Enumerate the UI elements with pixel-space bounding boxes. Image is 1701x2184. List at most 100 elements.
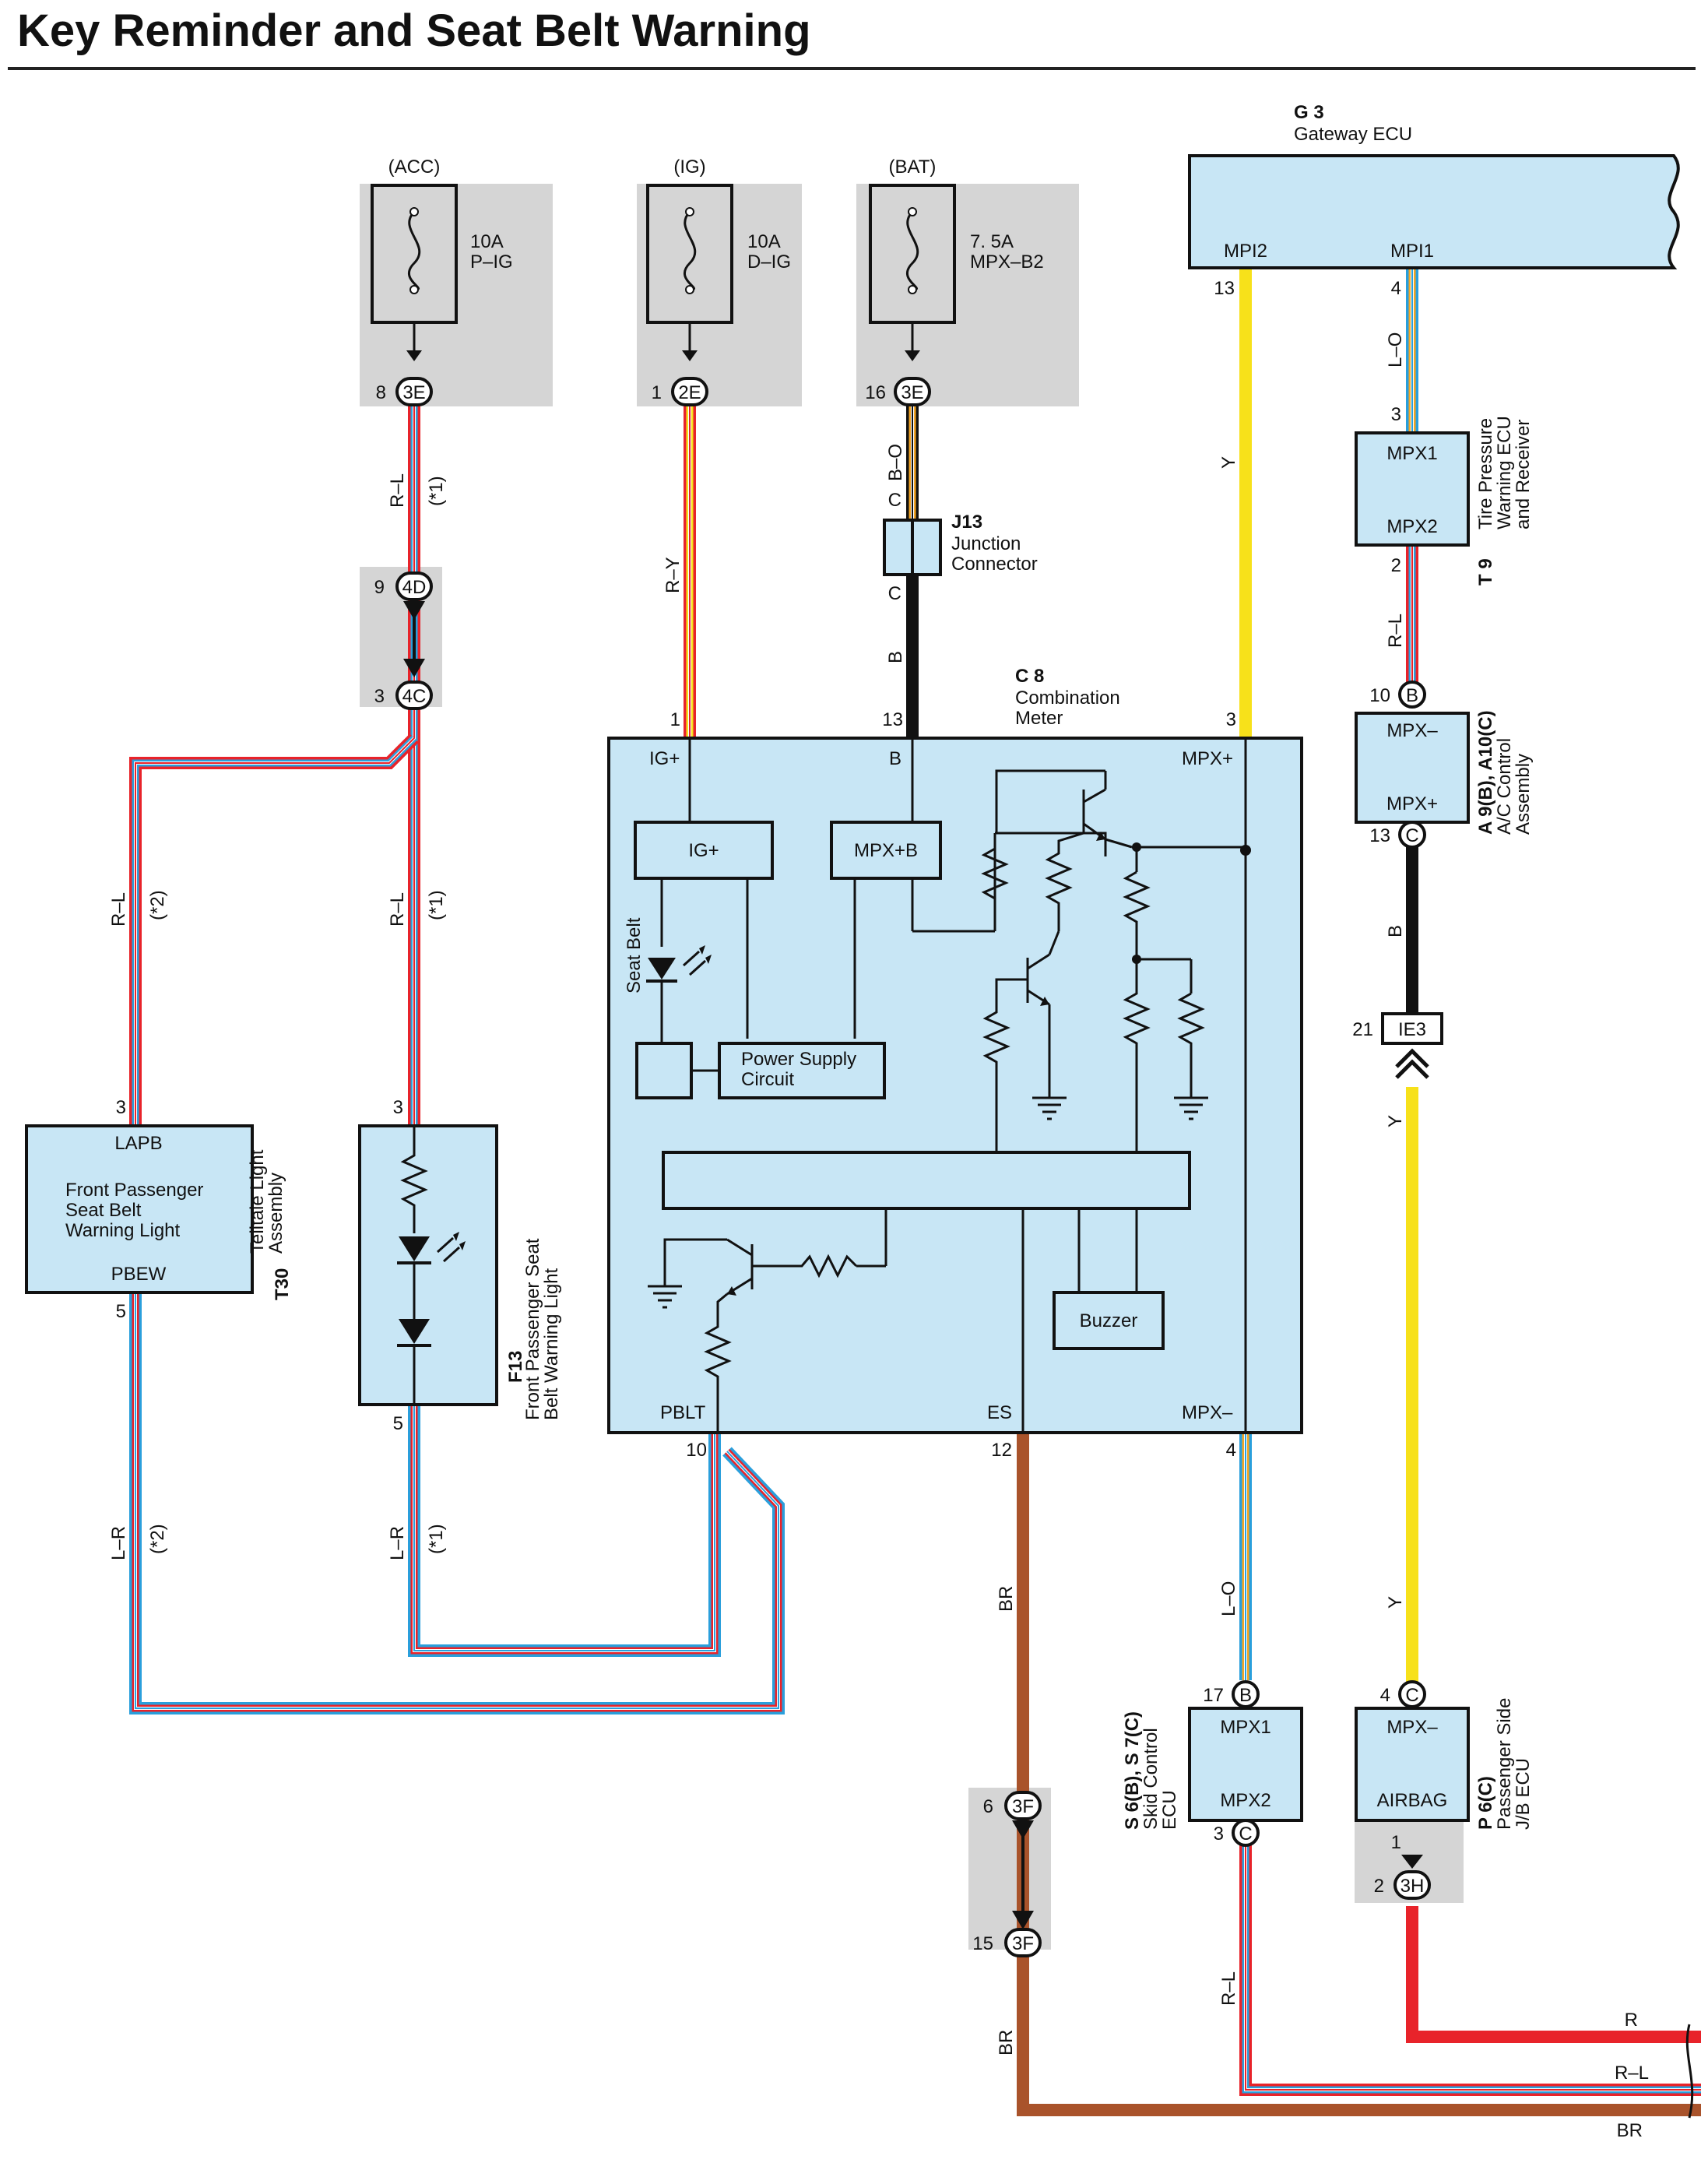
svg-text:2E: 2E — [678, 382, 701, 403]
wire-label: R–L — [1218, 1971, 1239, 2006]
svg-text:Belt Warning Light: Belt Warning Light — [541, 1268, 562, 1420]
connector-3f-bottom: 3F 15 — [972, 1928, 1042, 1957]
telltale-light-assembly: LAPB Front Passenger Seat Belt Warning L… — [25, 1097, 293, 1322]
svg-text:Combination: Combination — [1015, 688, 1120, 709]
exit-label-r: R — [1625, 2010, 1638, 2031]
svg-text:Passenger Side: Passenger Side — [1494, 1698, 1515, 1830]
pin-s6-c: C 3 — [1214, 1819, 1260, 1847]
wire-label: Y — [1218, 456, 1239, 469]
svg-text:3: 3 — [393, 1097, 403, 1118]
fuse-block-ig — [637, 184, 802, 406]
svg-text:8: 8 — [376, 382, 386, 403]
wire-label: Y — [1385, 1596, 1406, 1609]
svg-text:IE3: IE3 — [1398, 1019, 1426, 1040]
wire-labels: R–L (*1) R–L (*1) R–L (*2) R–Y B–O B Y L… — [108, 332, 1406, 2056]
wire-note: (*2) — [147, 890, 168, 920]
svg-text:21: 21 — [1352, 1019, 1373, 1040]
svg-text:3: 3 — [1226, 709, 1236, 730]
svg-text:MPX1: MPX1 — [1220, 1717, 1270, 1738]
front-passenger-seat-belt-light: 3 5 F13 Front Passenger Seat Belt Warnin… — [358, 1097, 562, 1434]
connectors: 3E 8 2E 1 3E 16 4D 9 4C 3 3F — [374, 377, 1443, 1957]
fuse-source: (IG) — [673, 157, 705, 178]
svg-text:2: 2 — [1374, 1876, 1384, 1897]
svg-text:Buzzer: Buzzer — [1080, 1310, 1138, 1331]
wire-label: R–L — [108, 892, 129, 927]
wire-label: R–L — [1385, 614, 1406, 648]
svg-text:C: C — [1405, 825, 1418, 846]
svg-text:MPX+B: MPX+B — [854, 840, 918, 861]
svg-text:3H: 3H — [1401, 1876, 1425, 1897]
wire-r — [1406, 1906, 1701, 2043]
svg-text:MPX2: MPX2 — [1386, 516, 1437, 537]
svg-text:C: C — [888, 583, 901, 604]
svg-text:A/C Control: A/C Control — [1494, 738, 1515, 835]
svg-text:3E: 3E — [402, 382, 425, 403]
fuse-ig: (IG) 10A D–IG — [646, 157, 791, 361]
wire-label: B — [885, 651, 906, 663]
svg-text:C: C — [1239, 1824, 1252, 1845]
svg-text:13: 13 — [1214, 278, 1235, 299]
wire-br — [1017, 1433, 1701, 2116]
svg-text:Front Passenger Seat: Front Passenger Seat — [522, 1238, 543, 1420]
svg-text:and Receiver: and Receiver — [1513, 420, 1534, 529]
svg-text:4C: 4C — [402, 686, 427, 707]
wire-label: R–L — [387, 892, 408, 927]
svg-text:4: 4 — [1226, 1440, 1236, 1461]
svg-text:MPX–: MPX– — [1182, 1402, 1233, 1423]
svg-text:6: 6 — [983, 1796, 993, 1817]
junction-connector-j13: J13 Junction Connector C C — [883, 490, 1038, 604]
svg-text:16: 16 — [865, 382, 886, 403]
svg-text:Circuit: Circuit — [741, 1069, 794, 1090]
svg-text:Power Supply: Power Supply — [741, 1049, 856, 1070]
svg-text:Assembly: Assembly — [1513, 754, 1534, 835]
connector-4c: 4C 3 — [374, 681, 433, 710]
svg-text:MPI2: MPI2 — [1224, 241, 1267, 262]
svg-text:C 8: C 8 — [1015, 666, 1044, 687]
svg-text:ECU: ECU — [1159, 1790, 1180, 1830]
svg-text:F13: F13 — [505, 1351, 526, 1383]
wire-l-r-t30 — [129, 1292, 785, 1714]
wire-label: B — [1385, 925, 1406, 937]
title-rule — [8, 67, 1696, 70]
svg-text:Warning ECU: Warning ECU — [1494, 416, 1515, 529]
fuse-name: D–IG — [747, 251, 791, 273]
exit-label-rl: R–L — [1615, 2063, 1649, 2084]
ac-control-assembly: MPX– MPX+ A 9(B), A10(C) A/C Control Ass… — [1355, 710, 1534, 835]
svg-text:PBEW: PBEW — [111, 1264, 167, 1285]
svg-text:Meter: Meter — [1015, 708, 1063, 729]
connector-3h: 3H 2 — [1374, 1855, 1431, 1900]
svg-text:3: 3 — [1214, 1824, 1224, 1845]
pin-s6-b: B 17 — [1203, 1680, 1260, 1708]
svg-text:MPX1: MPX1 — [1386, 443, 1437, 464]
svg-text:MPX+: MPX+ — [1182, 748, 1233, 769]
connector-4d: 4D 9 — [374, 571, 433, 677]
svg-text:ES: ES — [987, 1402, 1012, 1423]
svg-text:15: 15 — [972, 1933, 993, 1954]
wire-r-l-skid — [1239, 1844, 1701, 2096]
svg-text:Connector: Connector — [951, 554, 1038, 575]
gateway-ecu: G 3 Gateway ECU MPI2 MPI1 13 4 — [1188, 102, 1680, 299]
svg-text:MPX–: MPX– — [1386, 720, 1438, 741]
fuse-name: MPX–B2 — [970, 251, 1044, 273]
svg-text:Skid Control: Skid Control — [1140, 1728, 1162, 1830]
page-title: Key Reminder and Seat Belt Warning — [17, 5, 811, 56]
wire-note: (*1) — [426, 890, 447, 920]
svg-text:B: B — [1406, 685, 1418, 706]
svg-text:Assembly: Assembly — [265, 1173, 286, 1254]
svg-text:Telltale Light: Telltale Light — [247, 1149, 268, 1254]
svg-text:12: 12 — [991, 1440, 1012, 1461]
fuse-block-bat — [856, 184, 1079, 406]
pin-a9-b: B 10 — [1369, 681, 1426, 709]
svg-text:J/B ECU: J/B ECU — [1513, 1758, 1534, 1830]
wire-l-r-f13 — [408, 1405, 721, 1657]
fuse-rating: 10A — [470, 231, 504, 252]
svg-text:4: 4 — [1391, 278, 1401, 299]
svg-text:10: 10 — [686, 1440, 707, 1461]
wire-label: BR — [996, 2030, 1017, 2056]
svg-text:Junction: Junction — [951, 533, 1021, 554]
svg-text:3E: 3E — [901, 382, 923, 403]
exit-labels: R R–L BR — [1615, 2010, 1694, 2141]
exit-label-br: BR — [1617, 2120, 1643, 2141]
connector-3f-top: 3F 6 — [983, 1791, 1042, 1929]
